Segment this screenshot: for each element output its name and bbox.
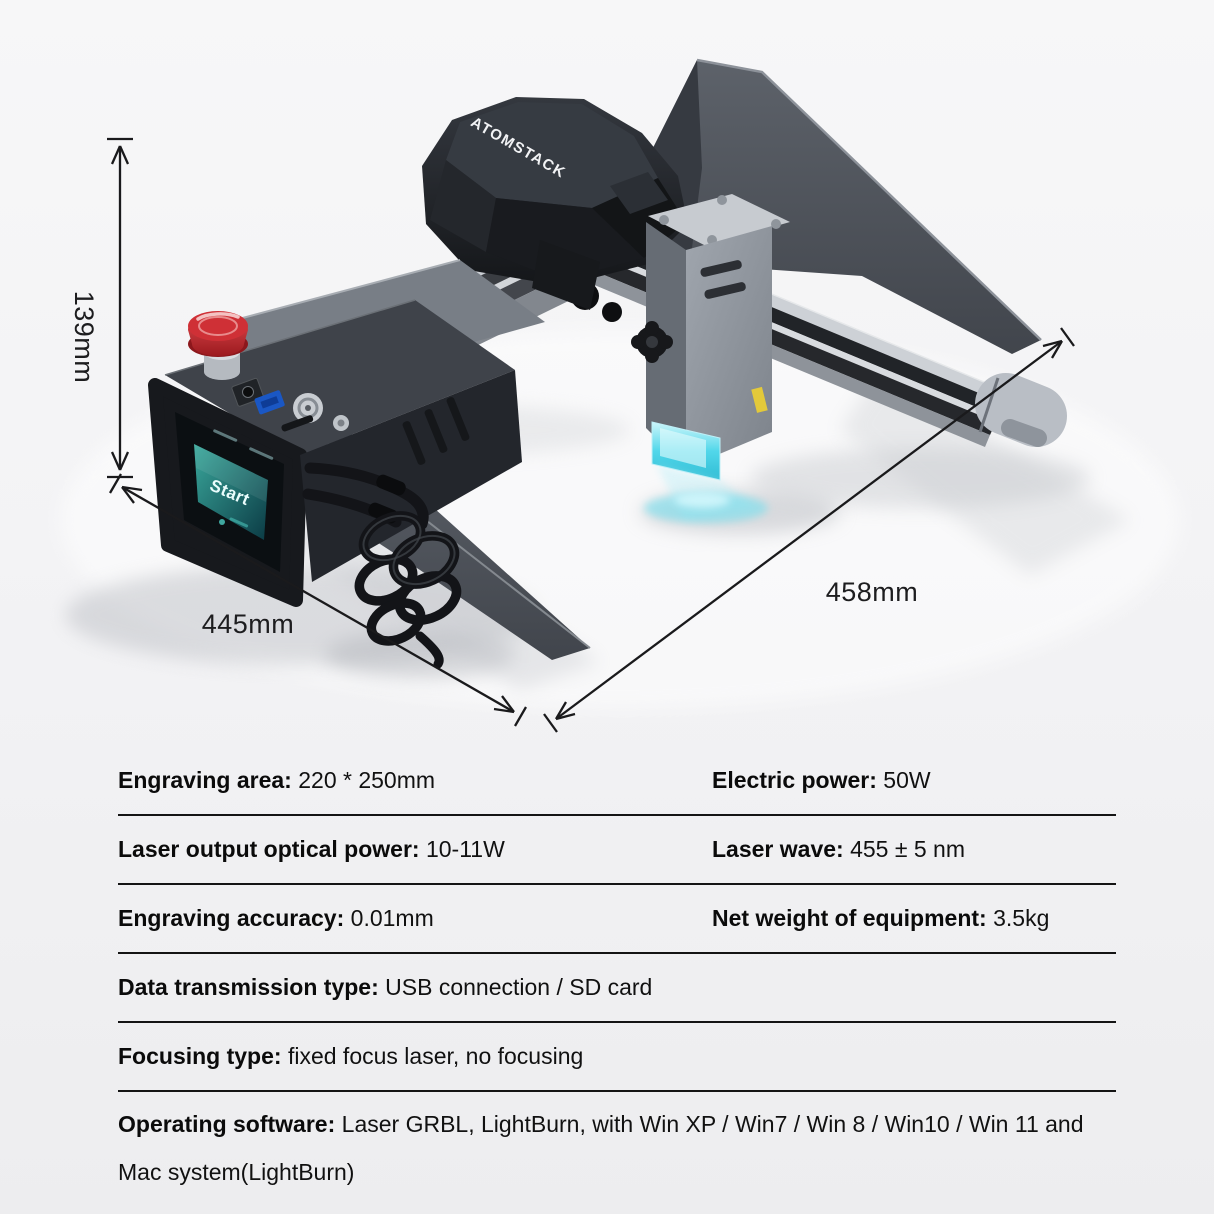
spec-label: Engraving accuracy:: [118, 905, 345, 931]
vent-slot: [704, 282, 746, 299]
vent-slot: [402, 421, 426, 465]
spec-cell: Laser output optical power: 10-11W: [118, 836, 712, 863]
spec-row: Data transmission type: USB connection /…: [118, 954, 1116, 1023]
touchscreen: Start: [175, 412, 284, 572]
spec-label: Focusing type:: [118, 1043, 282, 1069]
spec-value: fixed focus laser, no focusing: [281, 1043, 584, 1069]
dim-depth-label: 458mm: [826, 577, 919, 607]
connector-small: [333, 415, 349, 431]
vent-slot: [446, 397, 470, 441]
spec-value: 10-11W: [419, 836, 505, 862]
pulley-wheel: [602, 302, 622, 322]
spec-cell: Electric power: 50W: [712, 767, 1116, 794]
dimension-width: [109, 473, 527, 727]
coiled-cable: [302, 462, 462, 669]
spec-cell: Net weight of equipment: 3.5kg: [712, 905, 1116, 932]
spec-cell: Engraving accuracy: 0.01mm: [118, 905, 712, 932]
spec-cell: Data transmission type: USB connection /…: [118, 974, 1116, 1001]
vent-slot: [700, 260, 742, 277]
dim-height-label: 139mm: [69, 291, 99, 384]
spec-value: 0.01mm: [344, 905, 434, 931]
spec-label: Operating software:: [118, 1111, 336, 1137]
dimension-height: [107, 137, 133, 479]
spec-cell: Laser wave: 455 ± 5 nm: [712, 836, 1116, 863]
usb-port: [254, 390, 285, 415]
spec-cell: Focusing type: fixed focus laser, no foc…: [118, 1043, 1116, 1070]
spec-value: 50W: [876, 767, 931, 793]
dimension-depth: [543, 327, 1075, 733]
start-button-screen: [194, 444, 268, 540]
vent-slot: [424, 409, 448, 453]
motor-housing: ATOMSTACK: [422, 97, 688, 322]
focus-knob: [631, 321, 673, 363]
control-box: Start: [148, 259, 545, 607]
spec-value: 455 ± 5 nm: [843, 836, 966, 862]
spec-cell: Engraving area: 220 * 250mm: [118, 767, 712, 794]
spec-label: Engraving area:: [118, 767, 292, 793]
spec-value: 220 * 250mm: [291, 767, 436, 793]
spec-label: Laser wave:: [712, 836, 844, 862]
product-illustration: ATOMSTACK: [60, 58, 1180, 733]
spec-label: Data transmission type:: [118, 974, 379, 1000]
laser-module: [631, 194, 790, 523]
spec-value: 3.5kg: [986, 905, 1050, 931]
spec-label: Net weight of equipment:: [712, 905, 987, 931]
spec-label: Electric power:: [712, 767, 877, 793]
spec-value: Laser GRBL, LightBurn, with Win XP / Win…: [118, 1111, 1084, 1185]
emergency-stop-button: [188, 311, 248, 380]
warning-label: [751, 386, 768, 413]
laser-glow: [644, 464, 768, 523]
dim-width-label: 445mm: [202, 609, 295, 639]
spec-value: USB connection / SD card: [378, 974, 653, 1000]
spec-row: Focusing type: fixed focus laser, no foc…: [118, 1023, 1116, 1092]
gantry-end-cap: [975, 373, 1067, 447]
spec-cell: Operating software: Laser GRBL, LightBur…: [118, 1100, 1116, 1196]
sd-card-slot: [281, 415, 314, 432]
spec-row: Operating software: Laser GRBL, LightBur…: [118, 1092, 1116, 1214]
spec-label: Laser output optical power:: [118, 836, 420, 862]
